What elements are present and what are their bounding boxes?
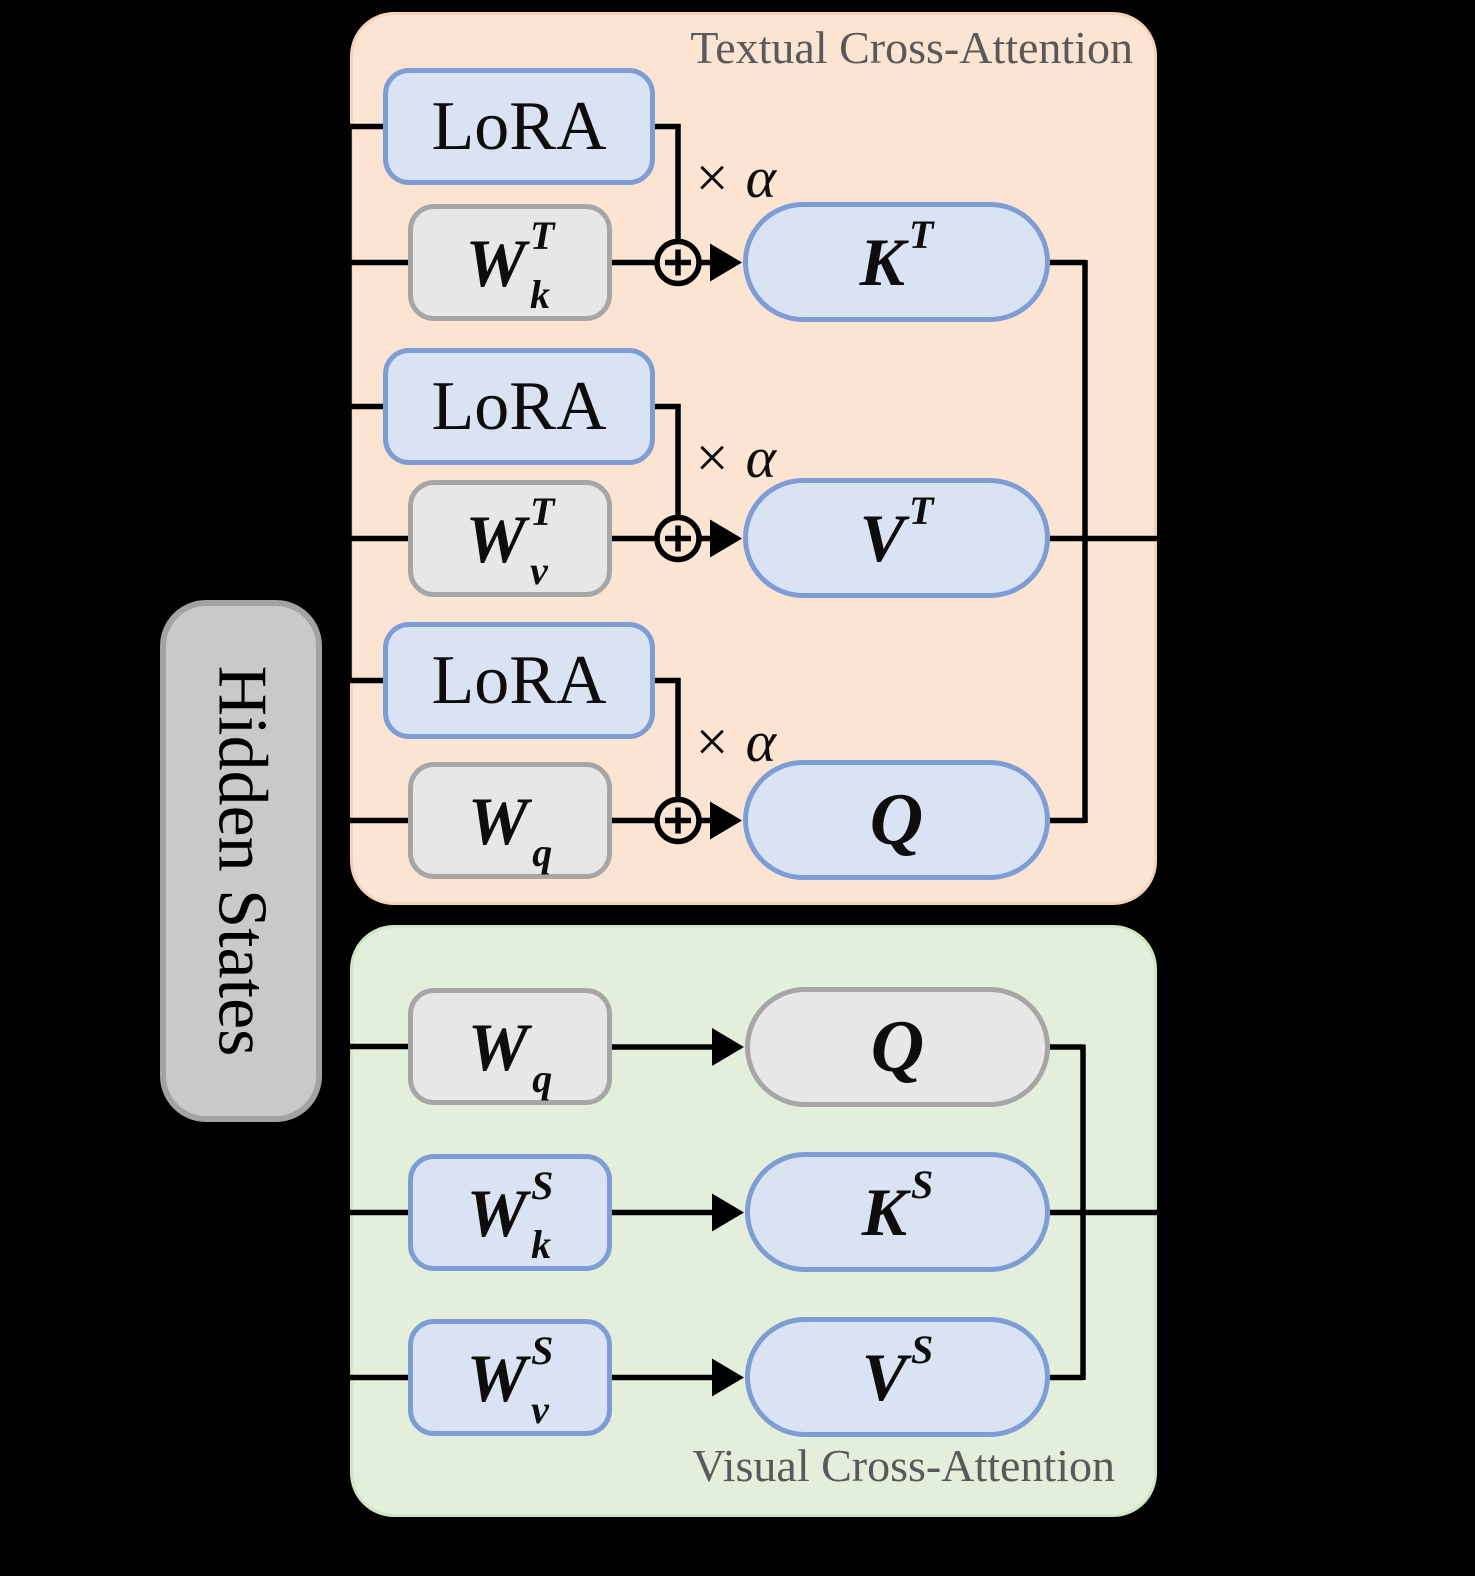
visual-panel-title: Visual Cross-Attention bbox=[692, 1440, 1115, 1491]
weight-scripts: S k bbox=[531, 1162, 554, 1267]
lora-box-q: LoRA bbox=[383, 622, 655, 739]
weight-wvs-box: W S v bbox=[408, 1319, 612, 1436]
weight-wk-textual-box: W T k bbox=[408, 204, 612, 321]
lora-label: LoRA bbox=[431, 641, 607, 719]
lora-label: LoRA bbox=[431, 87, 607, 165]
output-kt-pill: K T bbox=[743, 202, 1050, 322]
output-symbol: K bbox=[861, 1174, 908, 1250]
plus-circle-icon bbox=[654, 796, 702, 845]
weight-wq-textual-box: W q bbox=[408, 762, 612, 879]
wire-lora3-elbow bbox=[655, 677, 681, 799]
wire-lora1-elbow bbox=[655, 123, 681, 241]
weight-symbol: W bbox=[465, 500, 527, 577]
hidden-states-box: Hidden States bbox=[160, 600, 322, 1122]
visual-branch-arrows bbox=[612, 1028, 744, 1397]
lora-scale-alpha-label: × α bbox=[692, 709, 777, 774]
lora-scale-alpha-label: × α bbox=[692, 145, 777, 210]
plus-circle-icon bbox=[654, 238, 702, 287]
weight-symbol: W bbox=[466, 1174, 528, 1251]
hidden-state-feed-lines bbox=[310, 123, 408, 1381]
output-symbol: Q bbox=[870, 1006, 925, 1088]
output-scripts: T bbox=[908, 212, 934, 257]
flow-arrowhead-icon bbox=[710, 801, 742, 840]
lora-label: LoRA bbox=[431, 367, 607, 445]
output-scripts: T bbox=[908, 488, 934, 533]
textual-panel-title: Textual Cross-Attention bbox=[690, 22, 1133, 73]
flow-arrowhead-icon bbox=[712, 1193, 744, 1232]
hidden-states-label: Hidden States bbox=[203, 665, 280, 1057]
weight-scripts: q bbox=[532, 829, 553, 875]
weight-scripts: T v bbox=[530, 488, 555, 593]
lora-box-v: LoRA bbox=[383, 348, 655, 465]
weight-scripts: q bbox=[532, 1055, 553, 1101]
flow-arrowhead-icon bbox=[712, 1358, 744, 1397]
merge-arrows bbox=[699, 243, 742, 840]
plus-circle-icon bbox=[654, 514, 702, 563]
flow-arrowhead-icon bbox=[710, 243, 742, 282]
output-vs-pill: V S bbox=[745, 1317, 1050, 1437]
lora-scale-alpha-label: × α bbox=[692, 425, 777, 490]
weight-wq-visual-box: W q bbox=[408, 988, 612, 1105]
output-ks-pill: K S bbox=[745, 1152, 1050, 1272]
output-scripts: S bbox=[911, 1327, 934, 1372]
weight-scripts: T k bbox=[530, 212, 555, 317]
output-q-textual-pill: Q bbox=[743, 760, 1050, 880]
wire-lora2-elbow bbox=[655, 403, 681, 517]
flow-arrowhead-icon bbox=[710, 519, 742, 558]
output-symbol: K bbox=[859, 224, 905, 300]
lora-box-k: LoRA bbox=[383, 68, 655, 185]
output-vt-pill: V T bbox=[743, 478, 1050, 598]
weight-symbol: W bbox=[466, 1339, 528, 1416]
lora-scale-elbows bbox=[612, 123, 681, 824]
output-scripts: S bbox=[911, 1162, 934, 1207]
weight-scripts: S v bbox=[531, 1327, 554, 1432]
flow-arrowhead-icon bbox=[712, 1028, 744, 1066]
weight-symbol: W bbox=[467, 782, 529, 859]
output-symbol: Q bbox=[869, 779, 924, 861]
output-symbol: V bbox=[861, 1339, 908, 1415]
weight-wv-textual-box: W T v bbox=[408, 480, 612, 597]
output-symbol: V bbox=[859, 500, 905, 576]
output-q-visual-pill: Q bbox=[745, 987, 1050, 1107]
weight-symbol: W bbox=[467, 1008, 529, 1085]
output-collector-lines bbox=[1050, 259, 1160, 1381]
weight-wks-box: W S k bbox=[408, 1154, 612, 1271]
weight-symbol: W bbox=[465, 224, 527, 301]
